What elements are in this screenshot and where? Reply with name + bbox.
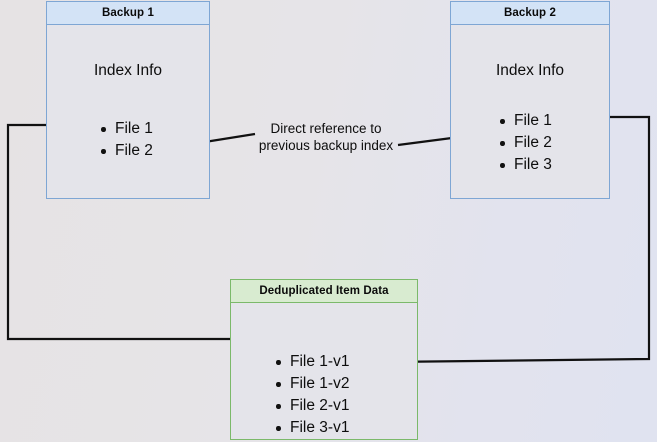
list-item[interactable]: File 2	[100, 140, 153, 162]
direct-reference-caption: Direct reference to previous backup inde…	[256, 120, 396, 154]
backup-2-subtitle: Index Info	[495, 62, 565, 79]
deduplicated-item-data-box[interactable]: Deduplicated Item Data File 1-v1 File 1-…	[230, 279, 418, 440]
list-item[interactable]: File 3	[499, 154, 552, 176]
list-item[interactable]: File 1	[499, 110, 552, 132]
backup-2-body: Index Info File 1 File 2 File 3	[451, 25, 609, 198]
list-item[interactable]: File 1-v1	[275, 351, 349, 373]
deduplicated-item-data-body: File 1-v1 File 1-v2 File 2-v1 File 3-v1	[231, 303, 417, 439]
backup-2-box[interactable]: Backup 2 Index Info File 1 File 2 File 3	[450, 1, 610, 199]
backup-2-item-list: File 1 File 2 File 3	[499, 110, 552, 176]
backup-1-box[interactable]: Backup 1 Index Info File 1 File 2	[46, 1, 210, 199]
direct-reference-caption-line-1: Direct reference to	[270, 121, 382, 136]
list-item[interactable]: File 2-v1	[275, 395, 349, 417]
list-item[interactable]: File 1-v2	[275, 373, 349, 395]
direct-reference-caption-line-2: previous backup index	[258, 138, 394, 153]
backup-1-item-list: File 1 File 2	[100, 118, 153, 162]
backup-2-header: Backup 2	[451, 2, 609, 25]
dedup-item-list: File 1-v1 File 1-v2 File 2-v1 File 3-v1	[275, 351, 349, 439]
deduplicated-item-data-header: Deduplicated Item Data	[231, 280, 417, 303]
list-item[interactable]: File 1	[100, 118, 153, 140]
backup-1-body: Index Info File 1 File 2	[47, 25, 209, 198]
backup-1-header: Backup 1	[47, 2, 209, 25]
backup-1-subtitle: Index Info	[93, 62, 163, 79]
list-item[interactable]: File 2	[499, 132, 552, 154]
list-item[interactable]: File 3-v1	[275, 417, 349, 439]
